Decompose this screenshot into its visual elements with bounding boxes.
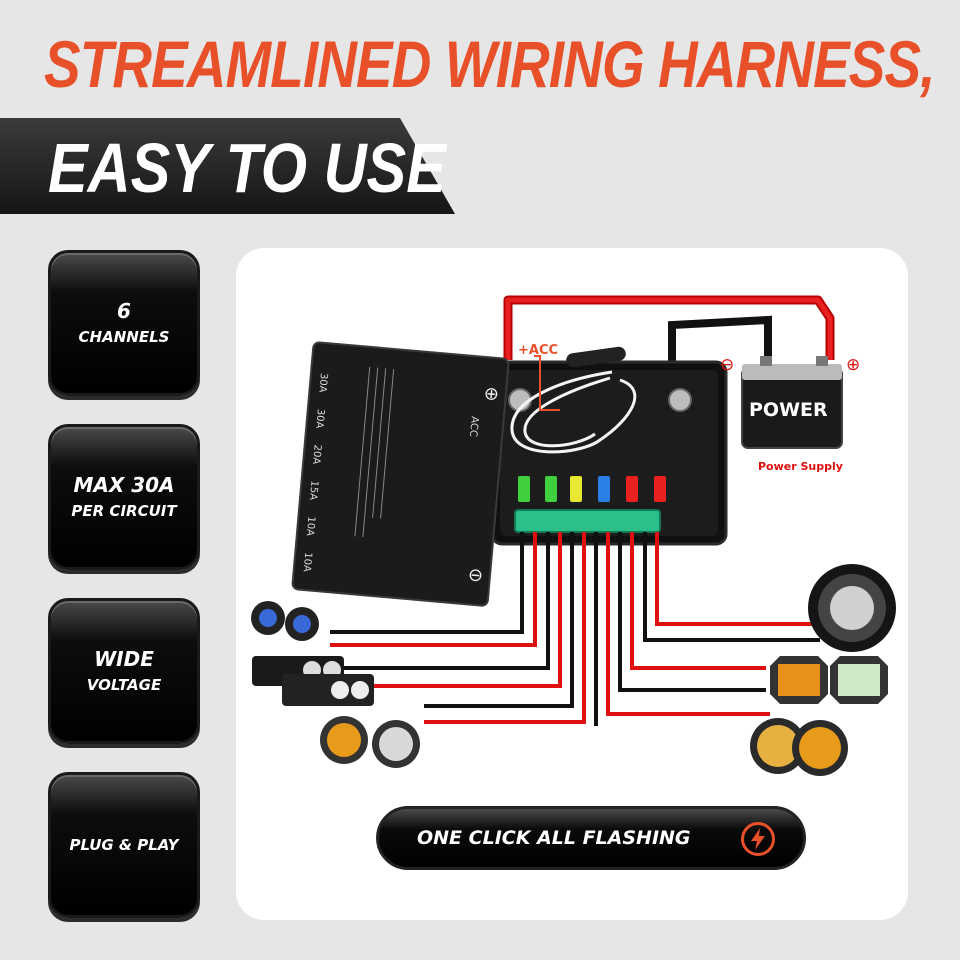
fuse [626,476,638,502]
white-coil [510,370,637,454]
subheadline-banner [0,118,455,214]
round-headlight [808,564,896,652]
fuse-rating: 10A [301,552,314,573]
power-supply-label: Power Supply [758,460,843,473]
fuse [598,476,610,502]
lid-fuse-ratings: 30A 30A 20A 15A 10A 10A [301,372,329,572]
feature-label: VOLTAGE [86,676,162,694]
spot-light-pair [251,601,319,641]
acc-leader [534,355,560,411]
fuse-rating: 30A [313,408,326,429]
battery: POWER [741,356,843,449]
relay-box-lid: ⊕ ⊖ ACC 30A 30A 20A 15A 10A 10A [291,341,510,607]
fuse-rating: 15A [307,480,320,501]
battery-label: POWER [749,399,828,421]
terminal-block [514,509,661,533]
lid-plus-symbol: ⊕ [483,383,500,405]
battery-plus-icon: ⊕ [846,355,860,375]
fuse [654,476,666,502]
feature-label: CHANNELS [78,328,170,346]
main-black-cable [668,315,772,378]
feature-card-wide-voltage: WIDE VOLTAGE [48,598,200,744]
subheadline: EASY TO USE [48,129,446,207]
lid-acc-label: ACC [467,416,480,438]
feature-card-plug-play: PLUG & PLAY [48,772,200,918]
output-wires [296,532,820,726]
acc-label: +ACC [518,343,558,358]
battery-minus-icon: ⊖ [720,355,734,375]
fuse [518,476,530,502]
one-click-flashing-button[interactable]: ONE CLICK ALL FLASHING [376,806,806,870]
lid-minus-symbol: ⊖ [467,564,484,586]
feature-label: PLUG & PLAY [69,836,179,854]
tri-light-pair [320,716,420,768]
antenna [566,346,626,368]
hex-pod-light-pair [770,656,888,704]
terminal-stud [668,388,692,412]
fuse-row [518,476,666,502]
amber-round-light-pair [750,718,848,776]
fuse-rating: 30A [316,372,329,393]
fuse-rating: 10A [304,516,317,537]
feature-label: PER CIRCUIT [71,502,177,520]
cta-label: ONE CLICK ALL FLASHING [417,827,691,849]
feature-value: WIDE [94,647,154,671]
feature-value: MAX 30A [73,473,175,497]
fuse [545,476,557,502]
feature-card-channels: 6 CHANNELS [48,250,200,396]
lightning-bolt-icon [741,822,775,856]
cube-light-pair [252,656,374,706]
feature-value: 6 [117,299,131,323]
fuse [570,476,582,502]
feature-card-max-current: MAX 30A PER CIRCUIT [48,424,200,570]
fuse-rating: 20A [310,444,323,465]
